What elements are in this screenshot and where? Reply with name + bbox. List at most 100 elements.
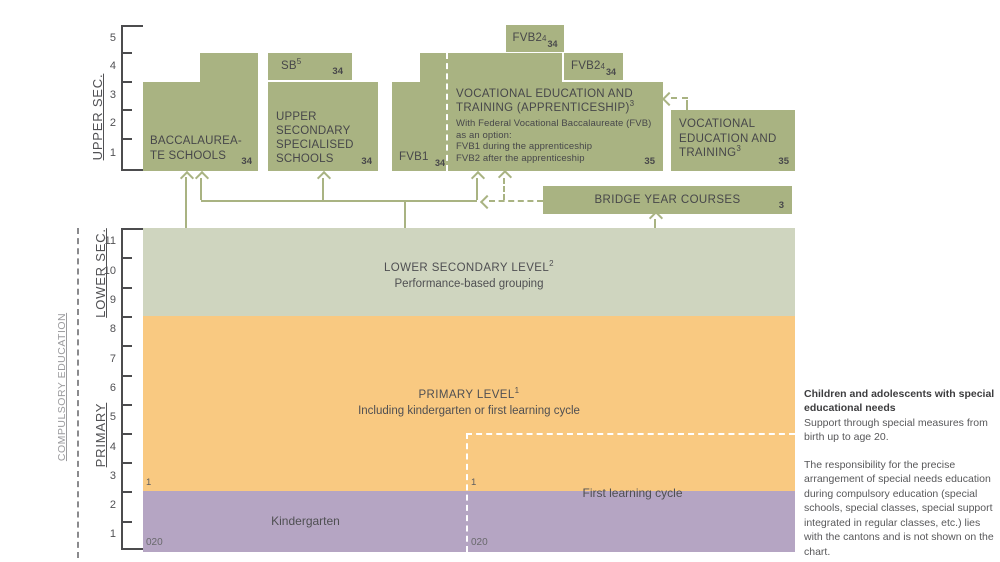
- special-needs-note: Children and adolescents with special ed…: [804, 387, 996, 559]
- compulsory-education-label: COMPULSORY EDUCATION: [56, 312, 68, 462]
- arrow-to-baccalaureate: [200, 178, 202, 200]
- page-ref: 35: [644, 156, 655, 167]
- primary-level-area: [143, 316, 795, 491]
- year-number: 2: [109, 117, 116, 129]
- axis-tick: [121, 81, 132, 83]
- fvb2-label: FVB2: [512, 32, 543, 44]
- lower-secondary-area: [143, 228, 795, 316]
- bridge-year-courses-label: BRIDGE YEAR COURSES: [594, 193, 741, 206]
- scale-marker: 1: [146, 477, 152, 488]
- axis-tick: [121, 138, 132, 140]
- axis-tick: [121, 521, 132, 523]
- page-ref: 34: [361, 156, 372, 167]
- year-number: 7: [109, 353, 116, 365]
- page-ref: 34: [434, 158, 445, 168]
- fvb1-label: FVB1: [399, 151, 429, 163]
- note-paragraph-1: Support through special measures from bi…: [804, 416, 988, 444]
- fvb1-box: FVB1 34: [392, 82, 448, 171]
- special-needs-dashed-line-vertical: [466, 433, 468, 552]
- fvb2-label: FVB2: [570, 60, 601, 72]
- page-ref: 34: [606, 66, 617, 77]
- apprenticeship-box-extension: [448, 53, 562, 83]
- footnote-sup: 2: [549, 259, 555, 269]
- axis-tick: [121, 52, 132, 54]
- specialised-schools-label: UPPER: [276, 111, 317, 123]
- axis-tick: [121, 287, 132, 289]
- arrow-vet-to-apprenticeship: [671, 97, 688, 99]
- footnote-sup: 5: [296, 57, 302, 67]
- note-heading: Children and adolescents with special ed…: [804, 388, 995, 415]
- fvb1-box-extension: [420, 53, 448, 83]
- arrow-to-apprenticeship: [476, 178, 478, 200]
- axis-tick: [121, 548, 143, 550]
- arrowhead-left: [479, 194, 495, 210]
- arrow-bridge-to-connector: [489, 200, 543, 202]
- compulsory-bracket-line: [77, 228, 79, 558]
- axis-tick: [121, 316, 132, 318]
- year-number: 11: [104, 235, 116, 247]
- axis-tick: [121, 257, 132, 259]
- arrowhead-up: [194, 170, 210, 186]
- scale-marker: 020: [471, 537, 488, 548]
- arrowhead-left: [661, 91, 677, 107]
- primary-level-title: PRIMARY LEVEL: [418, 389, 515, 401]
- axis-tick: [121, 375, 132, 377]
- footnote-sup: 3: [736, 144, 742, 154]
- lower-secondary-title: LOWER SECONDARY LEVEL: [383, 262, 550, 274]
- sb-box: SB5 34: [268, 53, 352, 80]
- arrow-connector-stem: [404, 202, 406, 228]
- axis-tick: [121, 25, 143, 27]
- arrow-lowersec-to-baccalaureate: [185, 177, 187, 228]
- year-number: 1: [109, 147, 116, 159]
- axis-tick: [121, 404, 132, 406]
- axis-tick: [121, 109, 132, 111]
- primary-level-caption: PRIMARY LEVEL1 Including kindergarten or…: [143, 386, 795, 419]
- baccalaureate-label: BACCALAUREA-: [150, 135, 242, 147]
- sb-label: SB: [281, 60, 297, 72]
- year-number: 2: [109, 499, 116, 511]
- arrowhead-up: [316, 170, 332, 186]
- arrow-to-specialised-schools: [322, 178, 324, 200]
- arrowhead-up: [470, 170, 486, 186]
- year-number: 3: [109, 89, 116, 101]
- page-ref: 34: [547, 38, 558, 49]
- footnote-sup: 3: [629, 99, 635, 109]
- axis-tick: [121, 491, 132, 493]
- vocational-education-apprenticeship-box: VOCATIONAL EDUCATION AND TRAINING (APPRE…: [448, 82, 663, 171]
- axis-tick: [121, 433, 132, 435]
- axis-line: [121, 25, 123, 171]
- year-number: 4: [109, 441, 116, 453]
- footnote-sup: 1: [514, 386, 520, 396]
- year-number: 3: [109, 470, 116, 482]
- upper-secondary-specialised-schools-box: UPPER SECONDARY SPECIALISED SCHOOLS 34: [268, 82, 378, 171]
- baccalaureate-schools-box-extension: [200, 53, 258, 83]
- axis-tick: [121, 228, 143, 230]
- page-ref: 34: [332, 66, 343, 77]
- year-number: 5: [109, 32, 116, 44]
- first-learning-cycle-label: First learning cycle: [582, 486, 683, 500]
- year-number: 6: [109, 382, 116, 394]
- arrowhead-up: [179, 170, 195, 186]
- scale-marker: 020: [146, 537, 163, 548]
- year-number: 10: [103, 265, 116, 277]
- vet-label: VOCATIONAL: [679, 118, 756, 130]
- axis-tick: [121, 462, 132, 464]
- baccalaureate-schools-box: BACCALAUREA-TE SCHOOLS 34: [143, 82, 258, 171]
- apprenticeship-title: VOCATIONAL EDUCATION AND: [456, 88, 633, 100]
- arrow-connector-line: [201, 200, 477, 202]
- page-ref: 35: [778, 156, 789, 167]
- page-ref: 34: [241, 156, 252, 167]
- kindergarten-label: Kindergarten: [271, 514, 340, 528]
- fvb1-dashed-divider: [446, 53, 448, 171]
- special-needs-dashed-line-horizontal: [466, 433, 795, 435]
- year-number: 9: [109, 294, 116, 306]
- vocational-education-training-box: VOCATIONAL EDUCATION AND TRAINING3 35: [671, 110, 795, 171]
- year-number: 4: [109, 60, 116, 72]
- year-number: 8: [109, 323, 116, 335]
- lower-secondary-subtitle: Performance-based grouping: [394, 277, 544, 290]
- arrow-lowersec-to-bridge: [654, 219, 656, 228]
- apprenticeship-detail: With Federal Vocational Baccalaureate (F…: [456, 118, 652, 129]
